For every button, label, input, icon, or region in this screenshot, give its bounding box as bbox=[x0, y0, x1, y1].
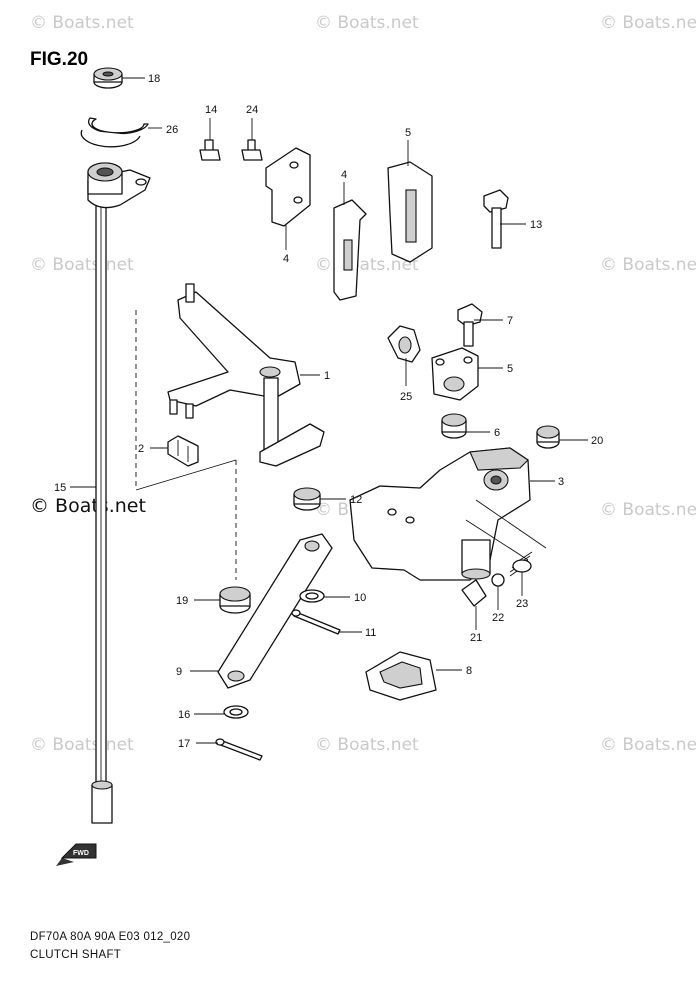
part-label-20: 19 bbox=[176, 595, 188, 607]
part-21-plug bbox=[536, 425, 560, 449]
part-2-clip bbox=[167, 435, 199, 467]
part-label-25: 24 bbox=[246, 104, 258, 116]
part-13-bushing bbox=[293, 487, 321, 511]
part-17-washer bbox=[223, 705, 249, 719]
part-18-cotter-pin bbox=[215, 738, 263, 761]
part-label-2: 2 bbox=[138, 443, 144, 455]
part-label-10: 9 bbox=[176, 666, 182, 678]
part-label-16: 15 bbox=[54, 482, 66, 494]
part-16-shaft bbox=[87, 162, 151, 824]
part-1-lever bbox=[167, 283, 325, 467]
part-label-13: 12 bbox=[350, 494, 362, 506]
part-12-cotter-pin bbox=[291, 609, 341, 635]
part-label-18: 17 bbox=[178, 738, 190, 750]
part-25-bolt bbox=[241, 139, 263, 161]
part-label-26: 25 bbox=[400, 391, 412, 403]
part-label-14: 13 bbox=[530, 219, 542, 231]
part-22-pin bbox=[461, 579, 487, 607]
watermark: © Boats.net bbox=[315, 735, 419, 755]
fwd-label: FWD bbox=[73, 850, 89, 857]
part-5-clip-b bbox=[387, 161, 433, 263]
guide-lines bbox=[135, 310, 547, 580]
part-5-clip-a bbox=[333, 199, 367, 301]
watermark: © Boats.net bbox=[30, 735, 134, 755]
watermark: © Boats.net bbox=[600, 255, 696, 275]
watermark: © Boats.net bbox=[600, 13, 696, 33]
part-label-6: 5 bbox=[507, 363, 513, 375]
part-label-17: 16 bbox=[178, 709, 190, 721]
leader-lines bbox=[70, 77, 588, 744]
watermark-prominent: © Boats.net bbox=[30, 495, 146, 517]
figure-label: FIG.20 bbox=[30, 49, 88, 70]
watermark: © Boats.net bbox=[600, 735, 696, 755]
part-label-8: 7 bbox=[507, 315, 513, 327]
footer-model-line: DF70A 80A 90A E03 012_020 bbox=[30, 931, 190, 943]
part-15-bolt bbox=[199, 139, 221, 161]
part-27-circlip bbox=[80, 117, 149, 148]
watermark: © Boats.net bbox=[315, 13, 419, 33]
part-label-21: 20 bbox=[591, 435, 603, 447]
part-label-5: 5 bbox=[405, 127, 411, 139]
footer-title: CLUTCH SHAFT bbox=[30, 949, 121, 961]
part-14-bolt bbox=[483, 189, 509, 249]
part-label-4: 4 bbox=[283, 253, 289, 265]
part-label-7: 6 bbox=[494, 427, 500, 439]
part-11-washer bbox=[299, 589, 325, 603]
watermark: © Boats.net bbox=[30, 255, 134, 275]
part-label-15: 14 bbox=[205, 104, 217, 116]
part-label-24: 23 bbox=[516, 598, 528, 610]
part-26-clip bbox=[387, 325, 421, 363]
part-7-bushing bbox=[441, 413, 467, 439]
part-9-boot bbox=[365, 651, 437, 701]
part-label-5: 4 bbox=[341, 169, 347, 181]
part-label-11: 10 bbox=[354, 592, 366, 604]
part-label-9: 8 bbox=[466, 665, 472, 677]
part-label-22: 21 bbox=[470, 632, 482, 644]
part-23-ball bbox=[491, 573, 505, 587]
part-4-plate bbox=[265, 147, 311, 227]
part-label-3: 3 bbox=[558, 476, 564, 488]
part-19-cap bbox=[93, 67, 123, 89]
part-6-block bbox=[431, 347, 479, 401]
part-label-12: 11 bbox=[365, 627, 376, 639]
part-8-bolt bbox=[457, 303, 483, 347]
part-labels: 18 26 14 24 5 4 4 13 7 5 1 25 6 20 3 2 1… bbox=[54, 73, 603, 750]
part-20-bushing bbox=[219, 586, 251, 614]
part-3-housing bbox=[349, 447, 531, 581]
watermark: © Boats.net bbox=[600, 500, 696, 520]
watermark: © Boats.net bbox=[30, 13, 134, 33]
part-label-23: 22 bbox=[492, 612, 504, 624]
part-24-spring bbox=[509, 551, 533, 577]
watermarks: © Boats.net © Boats.net © Boats.net © Bo… bbox=[30, 13, 696, 755]
part-label-1: 1 bbox=[324, 370, 330, 382]
part-label-27: 26 bbox=[166, 124, 178, 136]
part-label-19: 18 bbox=[148, 73, 160, 85]
fwd-arrow-icon: FWD bbox=[56, 843, 97, 866]
part-10-link bbox=[217, 533, 333, 689]
